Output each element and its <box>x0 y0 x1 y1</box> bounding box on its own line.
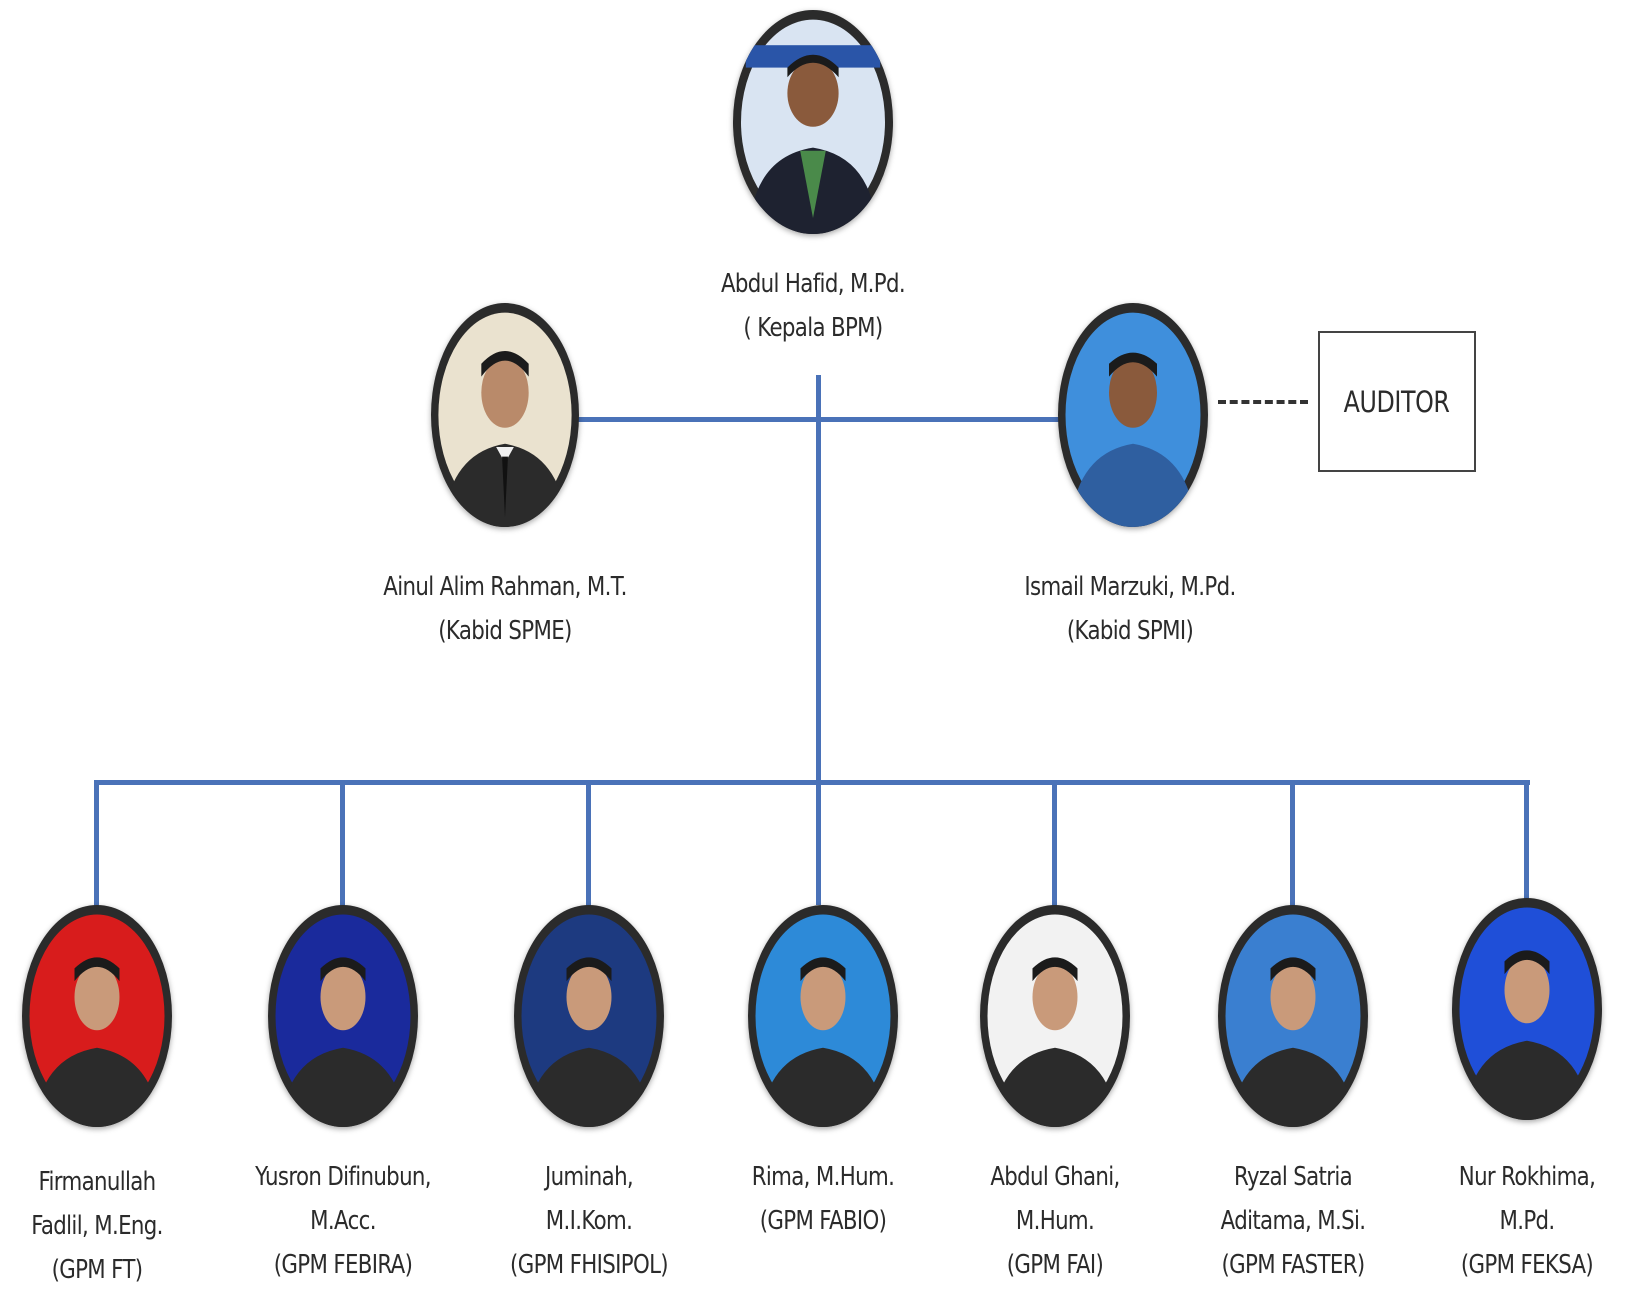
person-icon <box>29 914 165 1127</box>
kabid-spmi-photo <box>1058 303 1208 527</box>
head-label: Abdul Hafid, M.Pd. ( Kepala BPM) <box>690 262 936 350</box>
person-icon <box>1459 907 1595 1120</box>
connector-kabid-bar <box>578 417 1060 422</box>
member-label: Yusron Difinubun, M.Acc. (GPM FEBIRA) <box>236 1155 449 1288</box>
kabid-spme-role: (Kabid SPME) <box>438 616 572 647</box>
kabid-spme-photo <box>431 303 579 527</box>
member-line3: (GPM FASTER) <box>1221 1250 1365 1281</box>
kabid-spmi-name: Ismail Marzuki, M.Pd. <box>1024 572 1236 602</box>
member-line1: Yusron Difinubun, <box>255 1162 431 1192</box>
member-line1: Nur Rokhima, <box>1458 1162 1596 1192</box>
member-line2: M.Hum. <box>1015 1206 1095 1237</box>
connector-drop-1 <box>94 780 99 908</box>
person-icon <box>755 914 891 1127</box>
member-photo <box>22 905 172 1127</box>
member-photo <box>748 905 898 1127</box>
auditor-dashed-connector <box>1218 400 1308 404</box>
person-icon <box>438 312 572 527</box>
member-line3: (GPM FEKSA) <box>1460 1250 1594 1281</box>
member-photo <box>1218 905 1368 1127</box>
person-icon <box>1065 312 1201 527</box>
kabid-spme-label: Ainul Alim Rahman, M.T. (Kabid SPME) <box>382 565 628 653</box>
member-line3: (GPM FT) <box>51 1255 144 1286</box>
auditor-label: AUDITOR <box>1344 384 1450 419</box>
member-line1: Firmanullah <box>38 1167 156 1197</box>
connector-drop-7 <box>1524 780 1529 908</box>
member-line2: M.Acc. <box>310 1206 376 1237</box>
member-line1: Rima, M.Hum. <box>751 1162 895 1192</box>
member-line2: Fadlil, M.Eng. <box>31 1211 163 1242</box>
person-icon <box>741 19 885 234</box>
person-icon <box>1225 914 1361 1127</box>
person-icon <box>521 914 657 1127</box>
member-line3: (GPM FEBIRA) <box>273 1250 413 1281</box>
head-role: ( Kepala BPM) <box>743 313 883 344</box>
connector-drop-2 <box>340 780 345 908</box>
auditor-box: AUDITOR <box>1318 331 1476 472</box>
connector-drop-6 <box>1290 780 1295 908</box>
member-photo <box>514 905 664 1127</box>
connector-member-bar <box>94 780 1530 785</box>
member-line3: (GPM FAI) <box>1006 1250 1104 1281</box>
connector-trunk <box>816 375 821 905</box>
member-line2: Aditama, M.Si. <box>1220 1206 1366 1237</box>
kabid-spmi-role: (Kabid SPMI) <box>1066 616 1194 647</box>
member-label: Abdul Ghani, M.Hum. (GPM FAI) <box>948 1155 1161 1288</box>
member-line2: M.Pd. <box>1499 1206 1555 1237</box>
member-line1: Juminah, <box>544 1162 634 1192</box>
member-photo <box>1452 898 1602 1120</box>
member-photo <box>268 905 418 1127</box>
member-label: Nur Rokhima, M.Pd. (GPM FEKSA) <box>1420 1155 1629 1288</box>
connector-drop-5 <box>1052 780 1057 908</box>
head-photo <box>733 10 893 234</box>
member-line2: (GPM FABIO) <box>759 1206 887 1237</box>
connector-drop-3 <box>586 780 591 908</box>
kabid-spmi-label: Ismail Marzuki, M.Pd. (Kabid SPMI) <box>1007 565 1253 653</box>
member-line1: Abdul Ghani, <box>990 1162 1120 1192</box>
member-photo <box>980 905 1130 1127</box>
member-label: Rima, M.Hum. (GPM FABIO) <box>716 1155 929 1243</box>
person-icon <box>275 914 411 1127</box>
member-line1: Ryzal Satria <box>1233 1162 1353 1192</box>
person-icon <box>987 914 1123 1127</box>
member-line2: M.I.Kom. <box>545 1206 633 1237</box>
head-name: Abdul Hafid, M.Pd. <box>720 269 906 299</box>
member-label: Juminah, M.I.Kom. (GPM FHISIPOL) <box>482 1155 695 1288</box>
member-line3: (GPM FHISIPOL) <box>510 1250 669 1281</box>
kabid-spme-name: Ainul Alim Rahman, M.T. <box>383 572 627 602</box>
